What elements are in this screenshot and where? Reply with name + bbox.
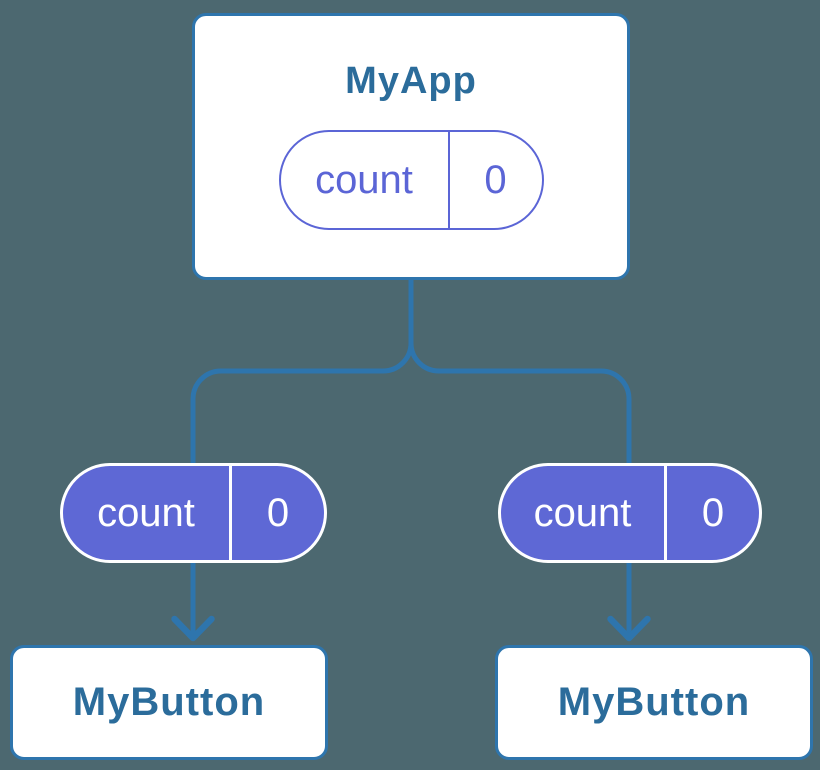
state-pill-left-child: count 0 — [60, 463, 327, 563]
connector-right-branch — [408, 342, 632, 635]
state-key-label: count — [533, 491, 632, 535]
state-value: 0 — [447, 132, 542, 228]
state-value: 0 — [664, 466, 759, 560]
node-myapp-title: MyApp — [345, 60, 477, 102]
arrow-down-icon — [171, 615, 215, 642]
connector-left-branch — [190, 342, 414, 635]
arrow-down-icon — [607, 615, 651, 642]
state-pill-myapp: count 0 — [278, 130, 544, 230]
node-mybutton-left: MyButton — [10, 645, 328, 760]
node-mybutton-right: MyButton — [495, 645, 813, 760]
state-key-label: count — [315, 158, 413, 202]
state-value: 0 — [229, 466, 324, 560]
node-mybutton-left-title: MyButton — [72, 680, 266, 724]
node-mybutton-right-title: MyButton — [557, 680, 751, 724]
state-key-label: count — [97, 491, 195, 535]
state-pill-right-child: count 0 — [498, 463, 762, 563]
node-myapp: MyApp count 0 — [192, 13, 630, 280]
